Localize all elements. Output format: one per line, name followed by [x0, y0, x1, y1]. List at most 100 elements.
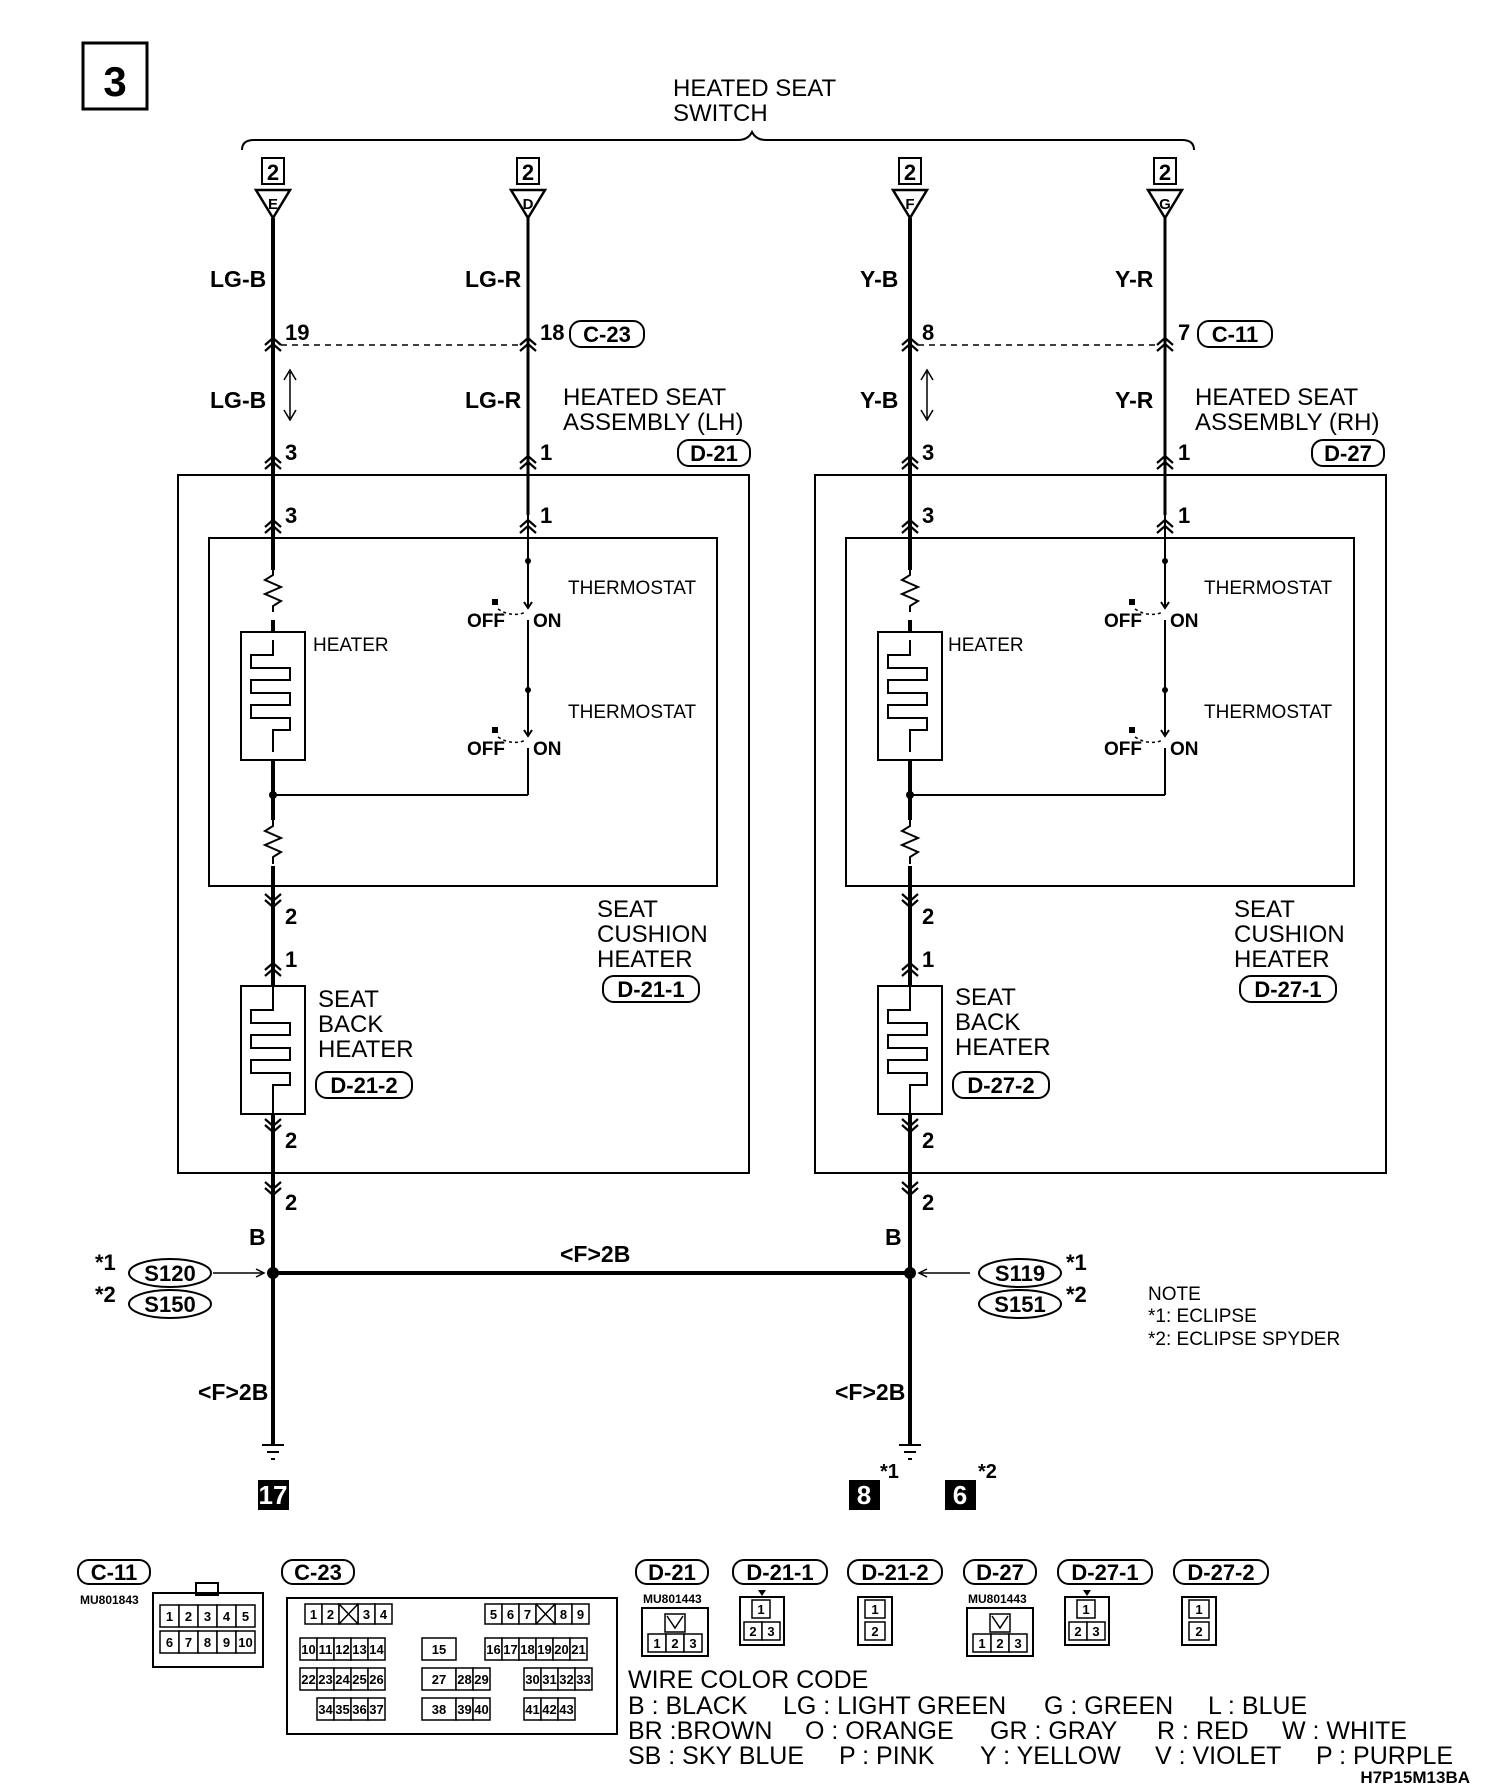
terminal-g: G	[1159, 196, 1171, 213]
connector-d27-2-tag: D-27-2	[967, 1073, 1034, 1098]
connector-pin: 23	[318, 1672, 332, 1687]
connector-pin: 21	[571, 1642, 585, 1657]
thermostat-1-label-lh: THERMOSTAT	[568, 578, 696, 599]
thermostat-2-label-lh: THERMOSTAT	[568, 702, 696, 723]
wire-color-code-entry: G : GREEN	[1044, 1692, 1173, 1720]
page-number-box	[81, 41, 149, 111]
cushion-label-1-rh: SEAT	[1234, 896, 1295, 923]
back-label-3-rh: HEATER	[955, 1034, 1051, 1061]
terminal-d: D	[523, 196, 534, 213]
note-item-2: *2: ECLIPSE SPYDER	[1148, 1329, 1340, 1350]
pin-19: 19	[285, 320, 309, 345]
connector-pin: 28	[457, 1672, 471, 1687]
ref-box-f: 2 F	[890, 157, 930, 221]
d27-name: D-27	[976, 1560, 1024, 1585]
connector-d21-tag: D-21	[690, 441, 738, 466]
off-label-2-lh: OFF	[467, 739, 505, 760]
back-label-2-rh: BACK	[955, 1009, 1020, 1036]
connector-d27-tag: D-27	[1324, 441, 1372, 466]
svg-text:2: 2	[1159, 160, 1171, 185]
d27-2-name: D-27-2	[1187, 1560, 1254, 1585]
connector-pin: 5	[490, 1607, 497, 1622]
connector-pin: 4	[223, 1609, 231, 1624]
connector-pin: 31	[542, 1672, 556, 1687]
wire-lg-b-top: LG-B	[210, 266, 266, 292]
connector-pin: 12	[335, 1642, 349, 1657]
connector-pin: 24	[335, 1672, 350, 1687]
connector-pin: 2	[185, 1609, 192, 1624]
connector-pin: 43	[559, 1702, 573, 1717]
connector-pin: 9	[223, 1635, 230, 1650]
connector-pin: 2	[327, 1607, 334, 1622]
splice-mark-2-lh: *2	[95, 1282, 116, 1307]
splice-mark-2-rh: *2	[1066, 1282, 1087, 1307]
splice-s151: S151	[994, 1292, 1045, 1317]
thermostat-1-label-rh: THERMOSTAT	[1204, 578, 1332, 599]
on-label-2-lh: ON	[533, 739, 562, 760]
connector-pin: 32	[559, 1672, 573, 1687]
d27-1-name: D-27-1	[1071, 1560, 1138, 1585]
wire-color-code-entry: P : PINK	[839, 1742, 935, 1770]
d21-part: MU801443	[643, 1592, 702, 1606]
thermostat-2-label-rh: THERMOSTAT	[1204, 702, 1332, 723]
pin-1-cushion-rh: 1	[1178, 503, 1190, 528]
svg-text:2: 2	[522, 160, 534, 185]
pin-3-cushion-rh: 3	[922, 503, 934, 528]
right-circuit: 2 F 2 G Y-B Y-R Y-B Y-R 8 7 C-11 3 1 HEA…	[814, 157, 1387, 1510]
connector-pin: 17	[503, 1642, 517, 1657]
pin-2-cushion-out-rh: 2	[922, 904, 934, 929]
wire-y-r-mid: Y-R	[1115, 387, 1154, 413]
connector-pin: 3	[689, 1636, 696, 1651]
splice-s150: S150	[144, 1292, 195, 1317]
c11-part: MU801843	[80, 1593, 139, 1607]
left-circuit: 2 E 2 D LG-B LG-R LG-B LG-R 19 18 C-23 3	[95, 157, 751, 1510]
connector-pin: 6	[166, 1635, 173, 1650]
assembly-box-lh	[177, 474, 750, 1174]
heater-label-lh: HEATER	[313, 635, 389, 656]
connector-pin: 1	[978, 1636, 985, 1651]
connector-pin: 18	[520, 1642, 534, 1657]
pin-1-assembly-rh: 1	[1178, 440, 1190, 465]
back-label-2-lh: BACK	[318, 1011, 383, 1038]
ground-ref-8: 8	[857, 1480, 871, 1510]
cushion-label-2-rh: CUSHION	[1234, 921, 1345, 948]
terminal-f: F	[905, 196, 914, 213]
svg-text:2: 2	[904, 160, 916, 185]
connector-pin: 1	[871, 1602, 878, 1617]
wire-b-lh: B	[249, 1224, 266, 1250]
connector-pin: 25	[352, 1672, 366, 1687]
d21-1-name: D-21-1	[746, 1560, 813, 1585]
connector-pin: 8	[204, 1635, 211, 1650]
connector-pin: 29	[474, 1672, 488, 1687]
connector-pin: 1	[310, 1607, 317, 1622]
pin-3-assembly-rh: 3	[922, 440, 934, 465]
connector-pin: 11	[319, 1642, 333, 1657]
connector-pin: 40	[474, 1702, 488, 1717]
connector-pin: 10	[301, 1642, 315, 1657]
connector-pin: 9	[577, 1607, 584, 1622]
splice-s120: S120	[144, 1261, 195, 1286]
connector-pin: 4	[380, 1607, 388, 1622]
wire-color-code-entry: LG : LIGHT GREEN	[783, 1692, 1006, 1720]
wire-y-b-top: Y-B	[860, 266, 898, 292]
back-label-1-lh: SEAT	[318, 986, 379, 1013]
connector-pin: 3	[1092, 1624, 1099, 1639]
wire-lg-r-mid: LG-R	[465, 387, 522, 413]
cushion-label-1-lh: SEAT	[597, 896, 658, 923]
pin-2-ground-side-rh: 2	[922, 1190, 934, 1215]
connector-d21-2-view: D-21-2 12	[847, 1559, 943, 1646]
c23-name: C-23	[294, 1560, 342, 1585]
connector-pin: 2	[749, 1624, 756, 1639]
splice-s119: S119	[995, 1261, 1045, 1286]
back-label-1-rh: SEAT	[955, 984, 1016, 1011]
connector-pin: 2	[1074, 1624, 1081, 1639]
connector-d21-1-tag: D-21-1	[617, 977, 684, 1002]
wire-color-code-entry: V : VIOLET	[1155, 1742, 1281, 1770]
connector-pin: 27	[432, 1672, 446, 1687]
connector-pin: 36	[352, 1702, 366, 1717]
wire-color-code-entry: Y : YELLOW	[980, 1742, 1121, 1770]
